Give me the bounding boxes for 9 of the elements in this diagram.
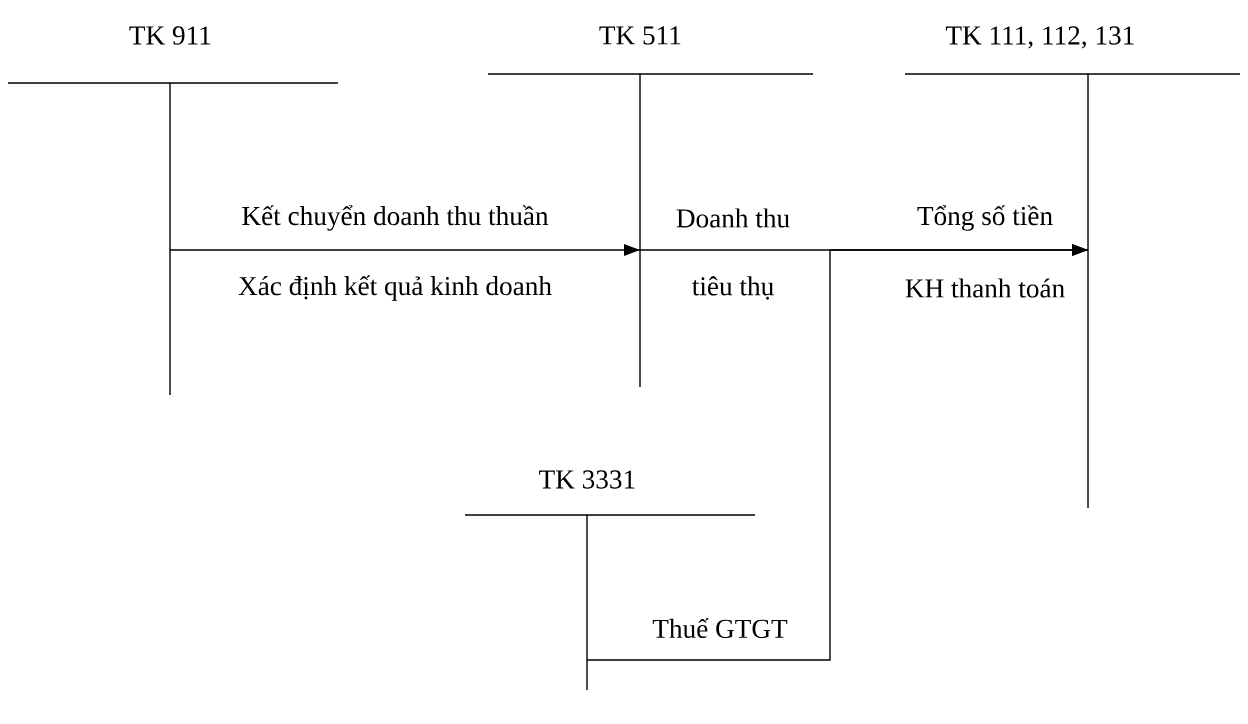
edge-label: Thuế GTGT [650, 616, 790, 640]
line-label: tiêu thụ [690, 274, 776, 302]
line-label: Xác định kết quả kinh doanh [236, 273, 554, 303]
edge-label: Kết chuyển doanh thu thuần [239, 203, 551, 233]
edge-label: Doanh thu [674, 206, 792, 230]
line-label: Tổng số tiền [915, 203, 1055, 233]
line-label: KH thanh toán [903, 276, 1067, 300]
arrow [586, 244, 1089, 661]
arrow [169, 244, 641, 256]
